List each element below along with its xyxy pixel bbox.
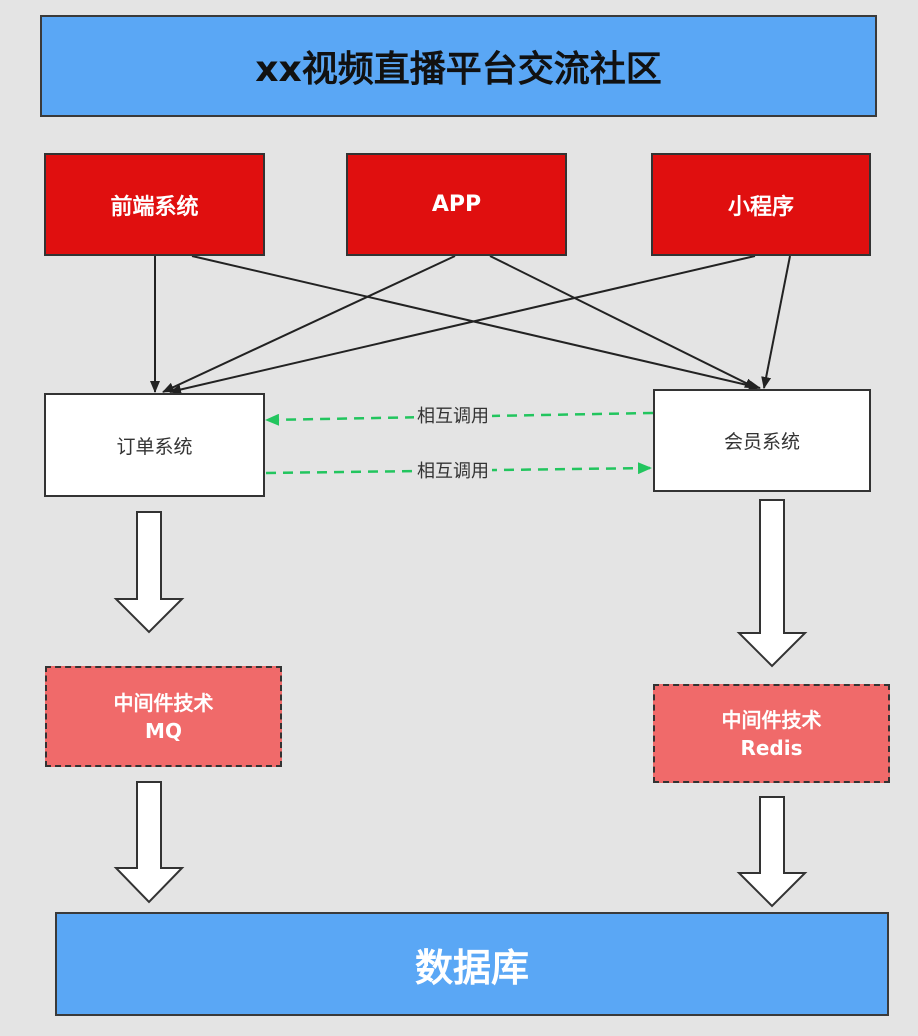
client-miniprogram: 小程序 bbox=[651, 153, 871, 256]
middleware-redis: 中间件技术 Redis bbox=[653, 684, 890, 783]
edge-app-to-order bbox=[162, 255, 456, 393]
client-frontend: 前端系统 bbox=[44, 153, 265, 256]
edge-frontend-to-member bbox=[191, 255, 761, 391]
order-system: 订单系统 bbox=[44, 393, 265, 497]
order-system-label: 订单系统 bbox=[116, 435, 193, 458]
edge-label-member-to-order: 相互调用 bbox=[414, 406, 492, 428]
edge-app-to-member bbox=[489, 255, 757, 389]
member-system-label: 会员系统 bbox=[723, 431, 800, 453]
client-app-label: APP bbox=[431, 192, 482, 217]
middleware-mq: 中间件技术 MQ bbox=[45, 666, 282, 767]
member-system: 会员系统 bbox=[653, 389, 871, 492]
client-frontend-label: 前端系统 bbox=[110, 194, 199, 220]
edge-miniprogram-to-member bbox=[761, 255, 791, 389]
middleware-redis-line2: Redis bbox=[740, 735, 803, 760]
page-title: xx视频直播平台交流社区 bbox=[255, 49, 662, 90]
block-arrow-redis-to-db bbox=[736, 796, 808, 908]
title-banner: xx视频直播平台交流社区 bbox=[40, 15, 877, 117]
database-banner: 数据库 bbox=[55, 912, 889, 1016]
block-arrow-order-to-mq bbox=[113, 511, 185, 634]
middleware-redis-line1: 中间件技术 bbox=[721, 707, 822, 732]
database-label: 数据库 bbox=[414, 945, 529, 990]
edge-miniprogram-to-order bbox=[169, 255, 756, 395]
middleware-mq-line2: MQ bbox=[145, 718, 182, 743]
middleware-mq-line1: 中间件技术 bbox=[113, 690, 214, 715]
client-app: APP bbox=[346, 153, 567, 256]
client-miniprogram-label: 小程序 bbox=[727, 194, 794, 220]
block-arrow-mq-to-db bbox=[113, 781, 185, 904]
block-arrow-member-to-redis bbox=[736, 499, 808, 668]
edge-label-order-to-member: 相互调用 bbox=[414, 461, 492, 483]
